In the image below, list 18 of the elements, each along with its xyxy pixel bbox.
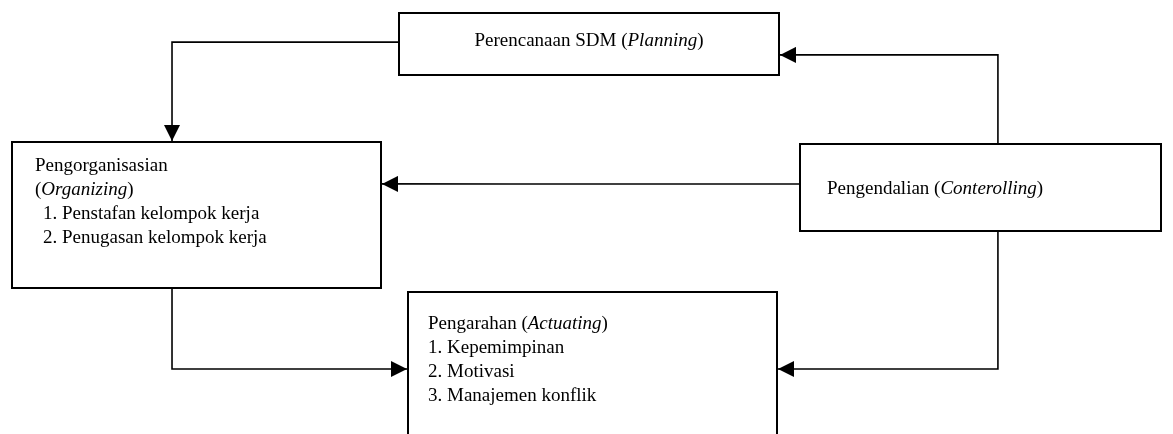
list-item: 1. Kepemimpinan: [428, 335, 565, 359]
box-heading: Pengarahan (Actuating): [428, 311, 608, 335]
process-box: [11, 141, 382, 289]
arrow: [381, 175, 800, 192]
process-box: [407, 291, 778, 434]
box-heading: Perencanaan SDM (Planning): [474, 28, 704, 52]
list-item: 2. Motivasi: [428, 359, 515, 383]
process-box: [799, 143, 1162, 232]
list-item: 3. Manajemen konflik: [428, 383, 597, 407]
arrow: [164, 41, 399, 142]
list-item: 1. Penstafan kelompok kerja: [42, 201, 260, 225]
arrow: [779, 46, 999, 144]
list-item: 2. Penugasan kelompok kerja: [42, 225, 267, 249]
box-heading: Pengendalian (Conterolling): [827, 176, 1044, 200]
process-box: [398, 12, 780, 76]
box-heading: Pengorganisasian (Organizing): [35, 153, 169, 201]
arrow: [777, 231, 999, 377]
arrow: [171, 288, 408, 377]
